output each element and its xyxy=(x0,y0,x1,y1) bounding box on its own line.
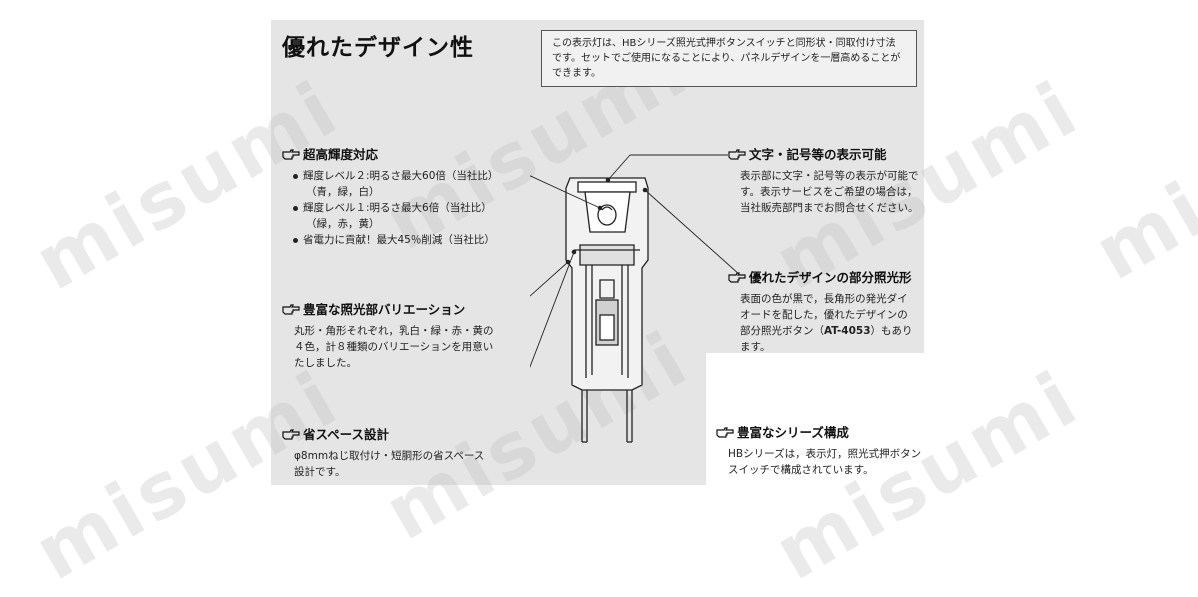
bullet-item: 輝度レベル１:明るさ最大6倍（当社比） xyxy=(292,200,512,216)
section-body-line: ４色，計８種類のバリエーションを用意い xyxy=(294,341,494,353)
section-body-line: ます。 xyxy=(740,341,771,353)
section-body-line: たしました。 xyxy=(294,357,357,369)
section-body-line: 当社販売部門までお問合せください。 xyxy=(740,202,919,214)
section-series: 豊富なシリーズ構成 HBシリーズは，表示灯，照光式押ボタン スイッチで構成されて… xyxy=(716,425,926,478)
section-heading: 豊富な照光部バリエーション xyxy=(282,302,512,318)
watermark: misumi xyxy=(1080,53,1198,298)
section-heading: 文字・記号等の表示可能 xyxy=(728,147,928,163)
section-body-line: 部分照光ボタン（AT-4053）もあり xyxy=(728,323,928,339)
section-body-line: HBシリーズは，表示灯，照光式押ボタン xyxy=(728,448,922,460)
section-body-line: 表面の色が黒で，長角形の発光ダイ xyxy=(740,293,908,305)
section-body-line: φ8mmねじ取付け・短胴形の省スペース xyxy=(294,450,485,462)
section-heading-text: 豊富なシリーズ構成 xyxy=(737,425,849,440)
section-heading: 豊富なシリーズ構成 xyxy=(716,425,926,441)
intro-line: この表示灯は、HBシリーズ照光式押ボタンスイッチと同形状・同取付け寸法 xyxy=(552,38,896,49)
bullet-list: 輝度レベル１:明るさ最大6倍（当社比） xyxy=(282,200,512,216)
bullet-item: 省電力に貢献！最大45％削減（当社比） xyxy=(292,232,512,248)
intro-line: できます。 xyxy=(552,68,601,79)
section-heading-text: 省スペース設計 xyxy=(303,427,390,442)
line-prefix: 部分照光ボタン（ xyxy=(740,325,824,337)
section-brightness: 超高輝度対応 輝度レベル２:明るさ最大60倍（当社比） （青，緑，白） 輝度レベ… xyxy=(282,147,512,248)
section-body-line: オードを配した，優れたデザインの xyxy=(740,309,908,321)
section-heading-text: 文字・記号等の表示可能 xyxy=(749,147,887,162)
section-body-line: 表示部に文字・記号等の表示が可能で xyxy=(740,170,919,182)
bullet-list: 輝度レベル２:明るさ最大60倍（当社比） xyxy=(282,168,512,184)
lamp-cross-section-diagram xyxy=(530,154,740,443)
model-code: AT-4053 xyxy=(824,325,871,337)
page-title: 優れたデザイン性 xyxy=(282,35,474,61)
bullet-list: 省電力に貢献！最大45％削減（当社比） xyxy=(282,232,512,248)
section-body-line: 設計です。 xyxy=(294,466,346,478)
pointing-hand-icon xyxy=(282,149,300,160)
section-variation: 豊富な照光部バリエーション 丸形・角形それぞれ，乳白・緑・赤・黄の ４色，計８種… xyxy=(282,302,512,371)
pointing-hand-icon xyxy=(282,429,300,440)
section-heading-text: 超高輝度対応 xyxy=(303,147,379,162)
intro-line: です。セットでご使用になることにより、パネルデザインを一層高めることが xyxy=(552,53,901,64)
panel-cutout xyxy=(706,353,924,485)
section-body-line: スイッチで構成されています。 xyxy=(728,464,874,476)
section-body-line: す。表示サービスをご希望の場合は， xyxy=(740,186,918,198)
section-heading-text: 豊富な照光部バリエーション xyxy=(303,302,466,317)
section-heading: 省スペース設計 xyxy=(282,427,512,443)
sub-line: （緑，赤，黄） xyxy=(306,218,380,230)
section-space: 省スペース設計 φ8mmねじ取付け・短胴形の省スペース 設計です。 xyxy=(282,427,512,480)
intro-box: この表示灯は、HBシリーズ照光式押ボタンスイッチと同形状・同取付け寸法 です。セ… xyxy=(541,30,917,87)
section-marking: 文字・記号等の表示可能 表示部に文字・記号等の表示が可能で す。表示サービスをご… xyxy=(728,147,928,216)
section-heading: 優れたデザインの部分照光形 xyxy=(728,270,928,286)
pointing-hand-icon xyxy=(716,427,734,438)
section-heading-text: 優れたデザインの部分照光形 xyxy=(749,270,912,285)
bullet-item: 輝度レベル２:明るさ最大60倍（当社比） xyxy=(292,168,512,184)
section-partial: 優れたデザインの部分照光形 表面の色が黒で，長角形の発光ダイ オードを配した，優… xyxy=(728,270,928,355)
section-heading: 超高輝度対応 xyxy=(282,147,512,163)
pointing-hand-icon xyxy=(282,304,300,315)
sub-line: （青，緑，白） xyxy=(306,186,380,198)
line-suffix: ）もあり xyxy=(870,325,913,337)
section-body-line: 丸形・角形それぞれ，乳白・緑・赤・黄の xyxy=(294,325,494,337)
pointing-hand-icon xyxy=(728,149,746,160)
